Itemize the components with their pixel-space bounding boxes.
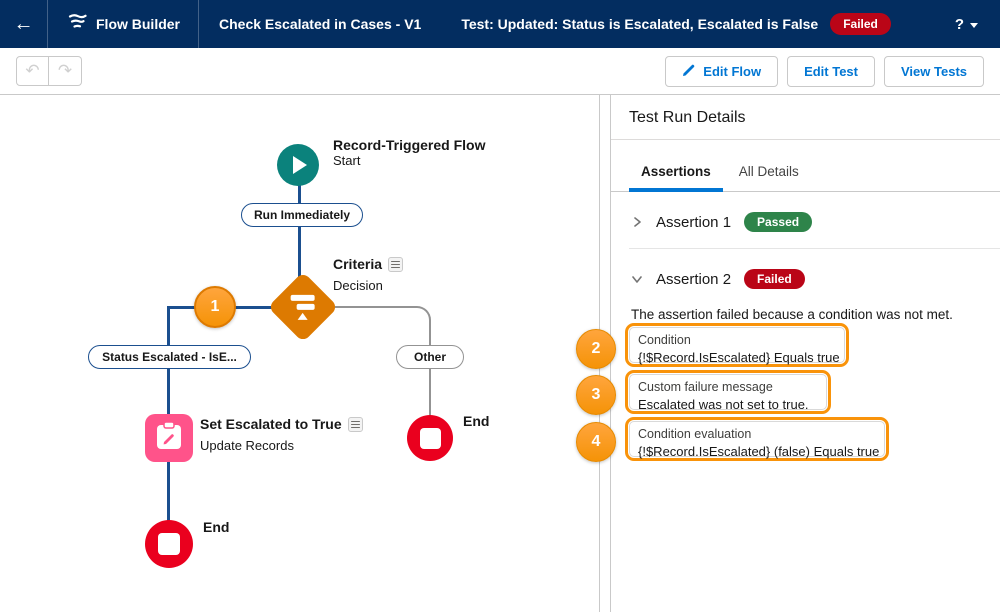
edit-test-label: Edit Test [804, 63, 858, 79]
undo-button[interactable]: ↶ [16, 56, 49, 86]
step-marker-2: 2 [576, 329, 616, 369]
panel-header: Test Run Details [611, 95, 1000, 140]
stop-icon [158, 533, 180, 555]
redo-button[interactable]: ↷ [49, 56, 82, 86]
flow-name: Check Escalated in Cases - V1 [219, 16, 422, 32]
document-icon[interactable] [388, 256, 404, 272]
document-icon[interactable] [347, 416, 363, 432]
assertion-2-header[interactable]: Assertion 2 Failed [611, 249, 1000, 305]
decision-node-subtitle: Decision [333, 278, 383, 293]
chevron-right-icon [631, 216, 643, 228]
undo-redo-group: ↶ ↷ [16, 56, 82, 86]
view-tests-button[interactable]: View Tests [884, 55, 984, 87]
assertion-1-header[interactable]: Assertion 1 Passed [611, 192, 1000, 248]
update-node-subtitle: Update Records [200, 438, 294, 453]
end-node-left[interactable] [145, 520, 193, 568]
connector-decision-right [335, 306, 431, 350]
redo-icon: ↷ [57, 61, 73, 80]
panel-title: Test Run Details [629, 109, 746, 126]
branch-right-label: Other [396, 345, 464, 369]
decision-node-title: Criteria [333, 256, 404, 272]
assertion-1-status-badge: Passed [744, 212, 813, 232]
chevron-down-icon [631, 273, 643, 285]
clipboard-pencil-icon [155, 420, 183, 456]
connector-start-to-decision [298, 185, 301, 283]
decision-node[interactable] [267, 271, 339, 343]
help-menu-button[interactable]: ? [955, 16, 1000, 33]
step-marker-4: 4 [576, 422, 616, 462]
help-icon: ? [954, 15, 964, 33]
callout-evaluation-title: Condition evaluation [638, 427, 752, 441]
assertion-2-label: Assertion 2 [656, 270, 732, 288]
chevron-down-icon [970, 22, 978, 28]
app-name: Flow Builder [96, 16, 180, 32]
back-arrow-icon: ← [13, 12, 34, 35]
branch-left-label: Status Escalated - IsE... [88, 345, 251, 369]
divider [629, 248, 1000, 249]
pencil-icon [682, 63, 696, 80]
callout-condition: Condition {!$Record.IsEscalated} Equals … [625, 323, 849, 367]
callout-failure-title: Custom failure message [638, 380, 773, 394]
back-button[interactable]: ← [0, 0, 48, 48]
step-marker-3: 3 [576, 375, 616, 415]
update-title-text: Set Escalated to True [200, 416, 342, 432]
update-records-node[interactable] [145, 414, 193, 462]
start-node[interactable] [277, 144, 319, 186]
assertion-2-message: The assertion failed because a condition… [631, 307, 953, 322]
edit-flow-button[interactable]: Edit Flow [665, 55, 779, 87]
tab-assertions[interactable]: Assertions [629, 164, 723, 192]
test-name: Test: Updated: Status is Escalated, Esca… [461, 16, 819, 32]
edit-flow-label: Edit Flow [703, 63, 762, 79]
flow-canvas[interactable]: Record-Triggered Flow Start Run Immediat… [0, 95, 600, 612]
start-node-subtitle: Start [333, 153, 361, 168]
update-node-title: Set Escalated to True [200, 416, 363, 432]
start-node-title: Record-Triggered Flow [333, 137, 486, 153]
step-marker-1: 1 [194, 286, 236, 328]
callout-condition-evaluation: Condition evaluation {!$Record.IsEscalat… [625, 417, 889, 461]
signpost-icon [291, 294, 315, 320]
flow-toolbar: ↶ ↷ Edit Flow Edit Test View Tests [0, 48, 1000, 95]
app-section: Flow Builder [48, 0, 199, 48]
callout-condition-title: Condition [638, 333, 691, 347]
stop-icon [419, 427, 441, 449]
callout-failure-value: Escalated was not set to true. [638, 397, 809, 412]
top-navbar: ← Flow Builder Check Escalated in Cases … [0, 0, 1000, 48]
callout-condition-value: {!$Record.IsEscalated} Equals true [638, 350, 840, 365]
callout-evaluation-value: {!$Record.IsEscalated} (false) Equals tr… [638, 444, 880, 459]
play-icon [293, 156, 307, 174]
connector-left-branch [167, 306, 170, 521]
end-left-label: End [203, 519, 230, 535]
end-right-label: End [463, 413, 490, 429]
end-node-right[interactable] [407, 415, 453, 461]
undo-icon: ↶ [25, 61, 40, 80]
tab-all-details[interactable]: All Details [738, 164, 799, 179]
edit-test-button[interactable]: Edit Test [787, 55, 875, 87]
callout-failure-message: Custom failure message Escalated was not… [625, 370, 831, 414]
assertion-2-status-badge: Failed [744, 269, 805, 289]
assertion-1-label: Assertion 1 [656, 213, 732, 231]
view-tests-label: View Tests [901, 63, 967, 79]
test-status-badge: Failed [830, 13, 891, 35]
decision-title-text: Criteria [333, 256, 383, 272]
run-immediately-label: Run Immediately [241, 203, 364, 227]
panel-tabs: Assertions All Details [611, 140, 1000, 192]
main-area: Record-Triggered Flow Start Run Immediat… [0, 95, 1000, 612]
flow-builder-logo-icon [68, 13, 87, 35]
connector-other-to-end [429, 350, 431, 416]
